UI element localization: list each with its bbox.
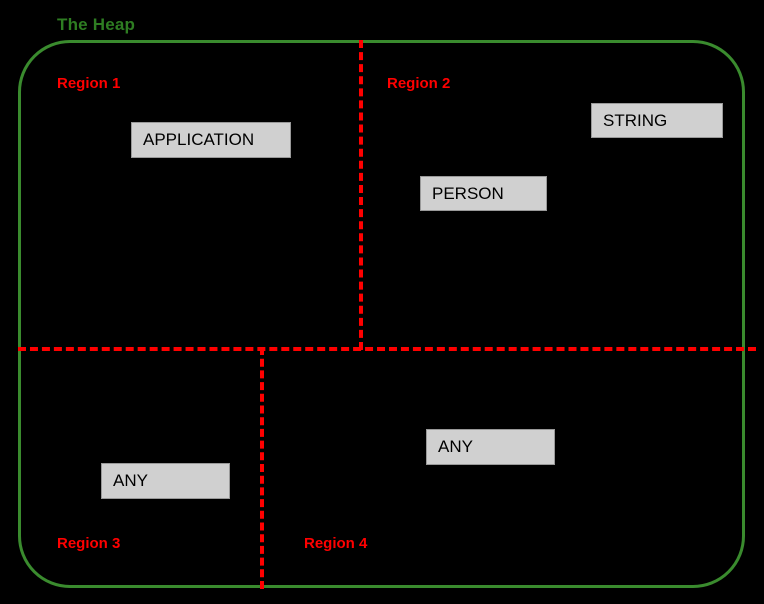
divider-vertical-top	[359, 40, 363, 350]
region-label-4: Region 4	[304, 535, 368, 552]
region-label-3: Region 3	[57, 535, 121, 552]
region-label-2: Region 2	[387, 75, 451, 92]
divider-vertical-bottom	[260, 347, 264, 589]
object-box-string: STRING	[591, 103, 723, 138]
object-box-person: PERSON	[420, 176, 547, 211]
heap-title-label: The Heap	[57, 15, 136, 34]
region-label-1: Region 1	[57, 75, 121, 92]
object-box-any-region-4: ANY	[426, 429, 555, 465]
object-box-any-region-3: ANY	[101, 463, 230, 499]
object-box-application: APPLICATION	[131, 122, 291, 158]
divider-horizontal	[18, 347, 756, 351]
heap-boundary	[18, 40, 745, 588]
